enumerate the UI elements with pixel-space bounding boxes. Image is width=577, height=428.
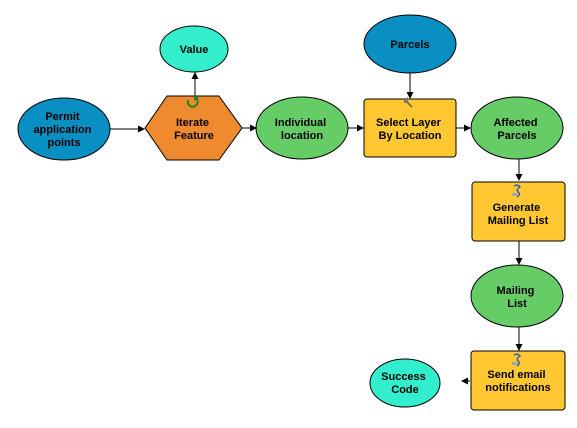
node-label: Individual location [275, 117, 329, 142]
script-icon [512, 353, 522, 367]
node-shape [144, 95, 243, 161]
node-shape [159, 25, 229, 73]
node-shape [17, 97, 111, 161]
node-select-layer-by-location[interactable]: Select Layer By Location [363, 97, 457, 158]
node-permit-application-points[interactable]: Permit application points [17, 97, 111, 161]
node-mailing-list[interactable]: Mailing List [470, 264, 564, 328]
hammer-icon [403, 97, 413, 108]
node-label: Permit application points [33, 111, 94, 149]
node-shape [470, 96, 564, 160]
node-generate-mailing-list[interactable]: Generate Mailing List [471, 181, 566, 242]
node-shape [363, 14, 457, 74]
node-label: Send email notifications [485, 369, 550, 394]
script-icon [512, 184, 522, 198]
node-individual-location[interactable]: Individual location [255, 96, 349, 160]
node-label: Iterate Feature [174, 117, 214, 142]
node-shape [470, 264, 564, 328]
node-success-code[interactable]: Success Code [369, 358, 441, 408]
node-shape [363, 98, 457, 158]
node-iterate-feature[interactable]: Iterate Feature [144, 95, 243, 161]
node-label: Value [180, 44, 209, 56]
node-shape [255, 96, 349, 160]
node-label: Success Code [381, 371, 429, 396]
node-value[interactable]: Value [159, 25, 229, 73]
node-label: Select Layer By Location [376, 117, 444, 142]
node-label: Parcels [390, 39, 429, 51]
node-affected-parcels[interactable]: Affected Parcels [470, 96, 564, 160]
node-parcels[interactable]: Parcels [363, 14, 457, 74]
node-send-email-notifications[interactable]: Send email notifications [470, 350, 566, 411]
node-shape [471, 181, 566, 242]
iterate-loop-icon [186, 95, 199, 108]
node-shape [470, 350, 566, 411]
node-label: Mailing List [497, 285, 538, 310]
node-label: Affected Parcels [493, 117, 540, 142]
connectors [110, 72, 523, 385]
node-shape [369, 358, 441, 408]
node-label: Generate Mailing List [488, 202, 549, 227]
